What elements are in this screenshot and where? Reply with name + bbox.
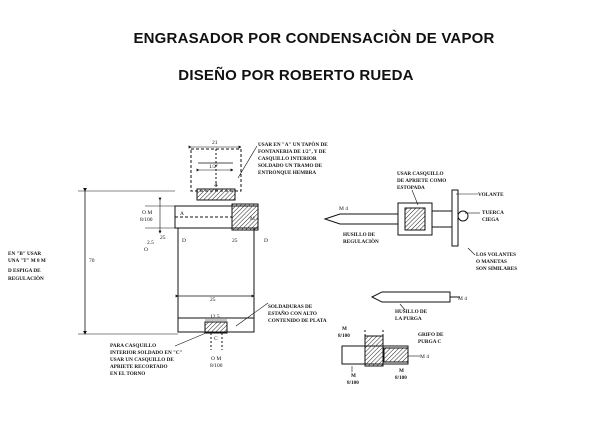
label-d: D — [182, 238, 186, 244]
label-husillo-purga: HUSILLO DE LA PURGA — [395, 309, 428, 322]
purge-valve — [341, 330, 420, 372]
main-labels: 21 1/2" A A O M 8/100 M 4 25 D D 25 2.5 … — [8, 140, 329, 377]
label-grifo: GRIFO DE PURGA C — [418, 332, 445, 345]
note-volantes: LOS VOLANTES O MANETAS SON SIMILARES — [476, 252, 517, 272]
purge-spindle — [370, 291, 460, 311]
right-mid-labels: M 4 HUSILLO DE LA PURGA — [395, 296, 467, 322]
side-nut — [231, 203, 259, 231]
dim-om4: 8/100 — [210, 363, 223, 369]
dim-om3: O M — [211, 356, 221, 362]
note-para-casquillo: PARA CASQUILLO INTERIOR SOLDADO EN "C" U… — [110, 343, 184, 377]
valve-stem — [364, 335, 384, 367]
bottom-fitting — [204, 321, 228, 334]
dim-25b: 25 — [160, 235, 166, 241]
right-bottom-labels: M 8/100 GRIFO DE PURGA C M 4 M 8/100 M 8… — [338, 326, 445, 386]
dim-21: 21 — [212, 140, 218, 146]
note-soldaduras: SOLDADURAS DE ESTAÑO CON ALTO CONTENIDO … — [268, 304, 327, 324]
dim-m4-bottom: M 4 — [420, 354, 429, 360]
label-tuerca: TUERCA CIEGA — [482, 210, 505, 223]
label-m8-1: M 8/100 — [338, 326, 350, 339]
dim-om: O M — [142, 210, 152, 216]
dim-25: 25 — [232, 238, 238, 244]
dim-70: 70 — [89, 258, 95, 264]
spindle-shaft — [323, 213, 399, 225]
dim-om2: 8/100 — [140, 217, 153, 223]
dim-m4: M 4 — [250, 216, 259, 222]
thread-section — [196, 188, 236, 201]
dim-m4-top: M 4 — [339, 206, 348, 212]
label-a2: A — [180, 211, 184, 217]
dim-m4-mid: M 4 — [458, 296, 467, 302]
dim-cut: O — [144, 247, 148, 253]
page-subtitle: DISEÑO POR ROBERTO RUEDA — [178, 67, 414, 84]
label-m8-2: M 8/100 — [347, 373, 359, 386]
main-assembly — [78, 145, 269, 350]
note-casquillo: USAR CASQUILLO DE APRIETE COMO ESTOPADA — [397, 171, 448, 191]
dim-2-5: 2.5 — [147, 240, 154, 246]
label-c: C — [214, 336, 218, 342]
regulating-spindle — [323, 189, 480, 256]
label-d2: D — [264, 238, 268, 244]
handwheel — [451, 189, 459, 247]
dim-25c: 25 — [210, 297, 216, 303]
dim-12-5: 12.5 — [210, 314, 220, 320]
label-husillo-reg: HUSILLO DE REGULACIÒN — [343, 232, 379, 245]
dim-half-inch: 1/2" — [209, 164, 218, 170]
label-a: A — [214, 182, 218, 188]
page-title: ENGRASADOR POR CONDENSACIÒN DE VAPOR — [133, 30, 495, 47]
label-volante: VOLANTE — [478, 192, 504, 198]
label-m8-3: M 8/100 — [395, 368, 407, 381]
purge-shaft — [370, 291, 451, 303]
right-top-labels: USAR CASQUILLO DE APRIETE COMO ESTOPADA … — [339, 171, 517, 272]
note-b: EN "B" USAR UNA "T" M 8 M D ESPIGA DE RE… — [8, 251, 47, 282]
note-usar-a: USAR EN "A" UN TAPÒN DE FONTANERIA DE 1/… — [258, 140, 329, 176]
